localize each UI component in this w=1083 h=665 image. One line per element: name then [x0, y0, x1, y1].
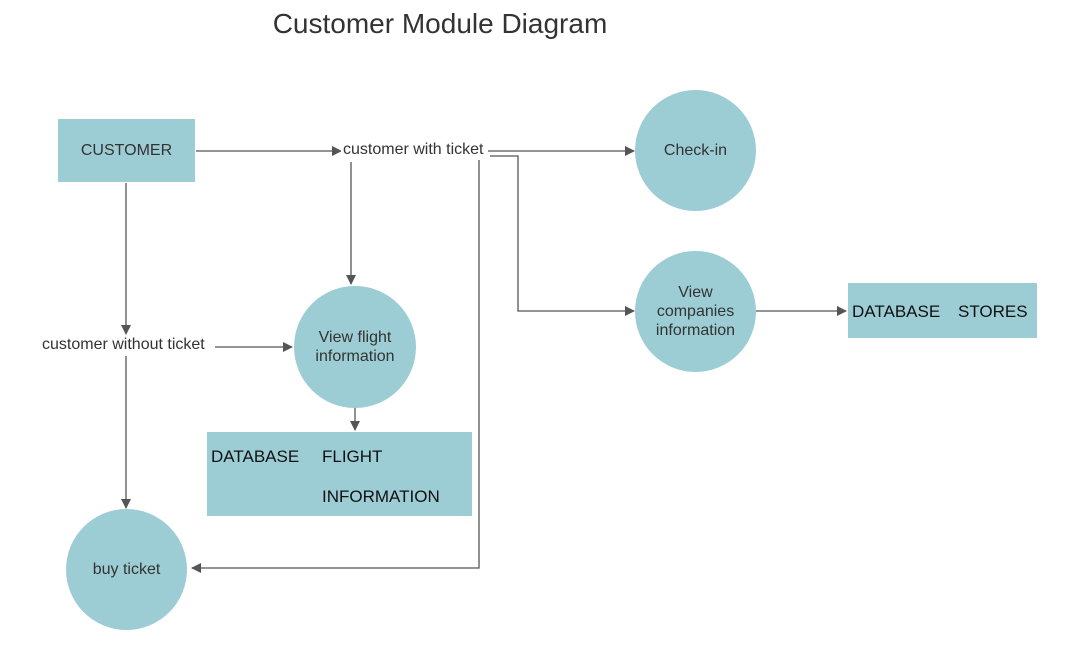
diagram-title: Customer Module Diagram [272, 8, 608, 39]
check-in-node-label: Check-in [663, 142, 728, 159]
edge-label-customer-without-ticket: customer without ticket [40, 336, 207, 354]
view-companies-label-line1: View [678, 284, 713, 301]
customer-node[interactable]: CUSTOMER [58, 119, 195, 182]
edge-with-ticket-to-companies [490, 155, 635, 316]
database-stores-node[interactable]: DATABASE STORES [848, 283, 1037, 338]
view-companies-label-line2: companies [656, 303, 735, 320]
view-flight-label-line2: information [315, 348, 395, 365]
view-companies-label-line3: information [655, 322, 736, 339]
view-companies-information-node[interactable]: View companies information [635, 251, 756, 372]
db-stores-label: DATABASE [852, 302, 941, 321]
db-flight-label: DATABASE [211, 447, 300, 466]
buy-ticket-node[interactable]: buy ticket [66, 509, 187, 630]
edge-with-ticket-to-buy [191, 160, 480, 573]
view-flight-information-node[interactable]: View flight information [294, 286, 416, 408]
db-flight-name-line1: FLIGHT [322, 447, 383, 466]
buy-ticket-node-label: buy ticket [92, 561, 161, 578]
customer-node-label: CUSTOMER [80, 141, 173, 159]
db-flight-name-line2: INFORMATION [322, 487, 440, 506]
db-stores-name: STORES [958, 302, 1028, 321]
edge-label-customer-with-ticket: customer with ticket [341, 141, 486, 159]
check-in-node[interactable]: Check-in [635, 90, 756, 211]
view-flight-label-line1: View flight [318, 329, 392, 346]
database-flight-information-node[interactable]: DATABASE FLIGHT INFORMATION [207, 432, 472, 516]
